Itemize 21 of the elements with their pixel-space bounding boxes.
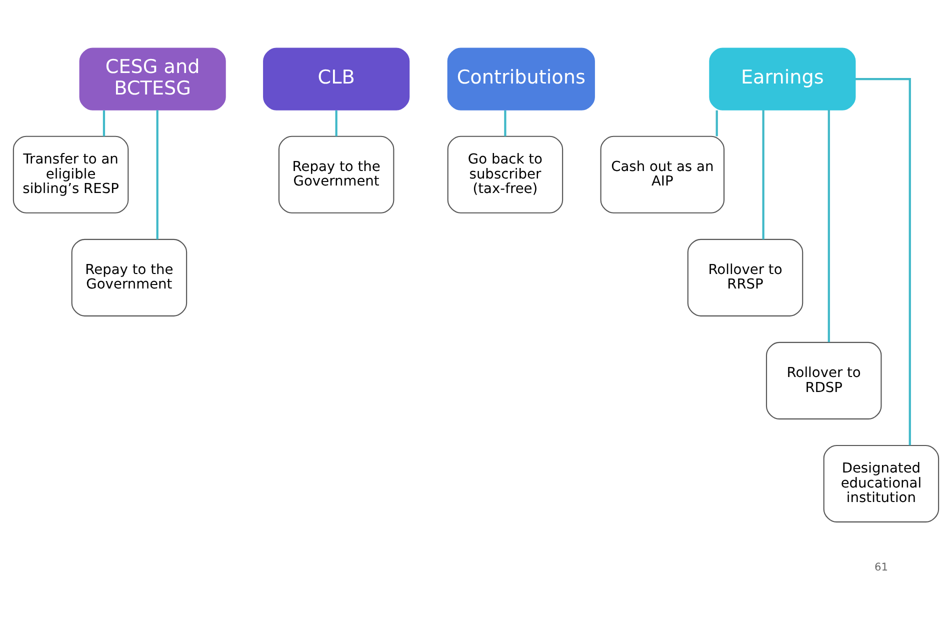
node-box: Repay to the Government [70, 238, 187, 316]
node-box: Go back to subscriber (tax-free) [446, 135, 563, 213]
connector [827, 109, 830, 342]
node-box: CLB [262, 47, 410, 110]
connector [762, 110, 764, 239]
node-box: Earnings [708, 47, 856, 110]
connector [156, 110, 158, 239]
node-box: CESG and BCTESG [78, 47, 226, 110]
connector [102, 110, 105, 136]
connector [334, 110, 337, 136]
node-box: Designated educational institution [822, 444, 939, 522]
node-box: Cash out as an AIP [600, 135, 724, 213]
connector [504, 110, 506, 136]
node-box: Repay to the Government [278, 135, 394, 213]
connector [854, 77, 910, 445]
node-box: Transfer to an eligible sibling’s RESP [12, 135, 128, 213]
connector [715, 110, 718, 136]
label: 61 [874, 560, 888, 573]
node-box: Contributions [446, 47, 594, 110]
node-box: Rollover to RRSP [686, 238, 803, 316]
node-box: Rollover to RDSP [765, 341, 882, 419]
